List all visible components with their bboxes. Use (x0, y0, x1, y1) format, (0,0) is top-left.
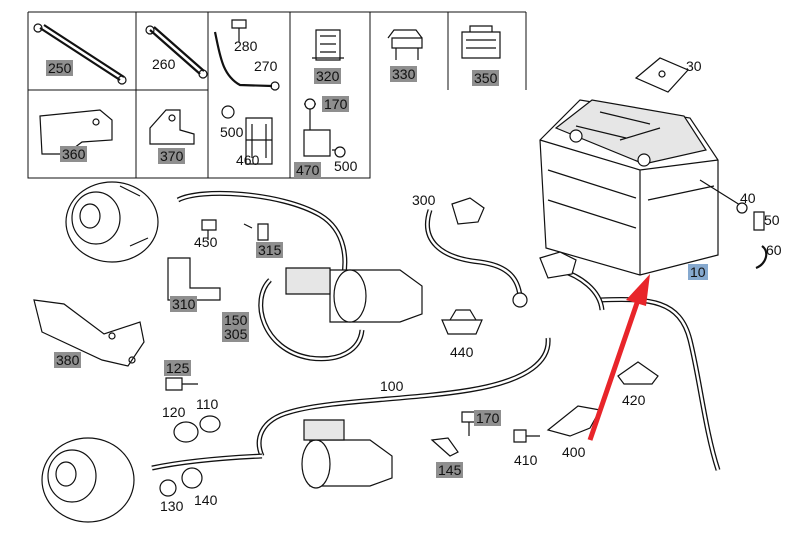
part-label-360: 360 (60, 146, 88, 162)
alternator-upper (65, 181, 159, 263)
part-label-500-b: 500 (334, 158, 358, 174)
clip-330 (387, 29, 423, 60)
cable-300 (425, 197, 528, 308)
part-label-130: 130 (160, 498, 184, 514)
part-label-120: 120 (162, 404, 186, 420)
part-label-380: 380 (54, 352, 82, 368)
terminal-cover-30 (634, 57, 690, 93)
part-label-330: 330 (390, 66, 418, 82)
clip-350 (461, 25, 501, 59)
part-label-500-a: 500 (220, 124, 244, 140)
part-label-410: 410 (514, 452, 538, 468)
red-arrow (587, 274, 650, 441)
part-label-50: 50 (764, 212, 780, 228)
part-label-440: 440 (450, 344, 474, 360)
part-label-470: 470 (294, 162, 322, 178)
part-label-400: 400 (562, 444, 586, 460)
part-label-60: 60 (766, 242, 782, 258)
part-label-170-b: 170 (474, 410, 502, 426)
clip-440 (441, 309, 483, 335)
part-label-10: 10 (688, 264, 708, 280)
part-label-350: 350 (472, 70, 500, 86)
part-label-110: 110 (196, 396, 219, 412)
part-label-125: 125 (164, 360, 192, 376)
bracket-380 (33, 299, 145, 367)
ground-strap-250 (33, 23, 127, 85)
part-label-140: 140 (194, 492, 218, 508)
part-label-315: 315 (256, 242, 284, 258)
holder-470 (303, 98, 346, 158)
holder-460 (221, 105, 273, 165)
battery (539, 99, 719, 276)
part-label-100: 100 (380, 378, 404, 394)
part-label-150: 150 (222, 312, 250, 328)
alternator-lower (41, 437, 135, 523)
clip-145 (430, 437, 459, 457)
clip-320 (312, 29, 344, 61)
part-label-460: 460 (236, 152, 260, 168)
cable-100 (151, 296, 721, 471)
part-label-30: 30 (686, 58, 702, 74)
parts-grid (27, 11, 527, 179)
part-label-370: 370 (158, 148, 186, 164)
part-label-300: 300 (412, 192, 436, 208)
part-label-170-a: 170 (322, 96, 350, 112)
part-label-145: 145 (436, 462, 464, 478)
part-label-260: 260 (152, 56, 176, 72)
part-label-305: 305 (222, 326, 250, 342)
starter-lower (301, 419, 393, 489)
part-label-310: 310 (170, 296, 198, 312)
part-label-320: 320 (314, 68, 342, 84)
part-label-280: 280 (234, 38, 258, 54)
cable-upper (176, 190, 365, 362)
bracket-370 (149, 109, 195, 145)
part-label-40: 40 (740, 190, 756, 206)
clip-420 (617, 361, 659, 385)
part-label-270: 270 (254, 58, 278, 74)
vent-parts-40-60 (699, 179, 768, 270)
cable-terminal (539, 251, 605, 311)
fasteners (159, 219, 540, 497)
part-label-450: 450 (194, 234, 218, 250)
starter-upper (285, 267, 423, 323)
ground-strap-260 (145, 25, 208, 79)
ground-strap-270 (213, 19, 280, 91)
bracket-360 (39, 109, 113, 155)
part-label-420: 420 (622, 392, 646, 408)
bracket-310 (167, 257, 221, 301)
part-label-250: 250 (46, 60, 74, 76)
